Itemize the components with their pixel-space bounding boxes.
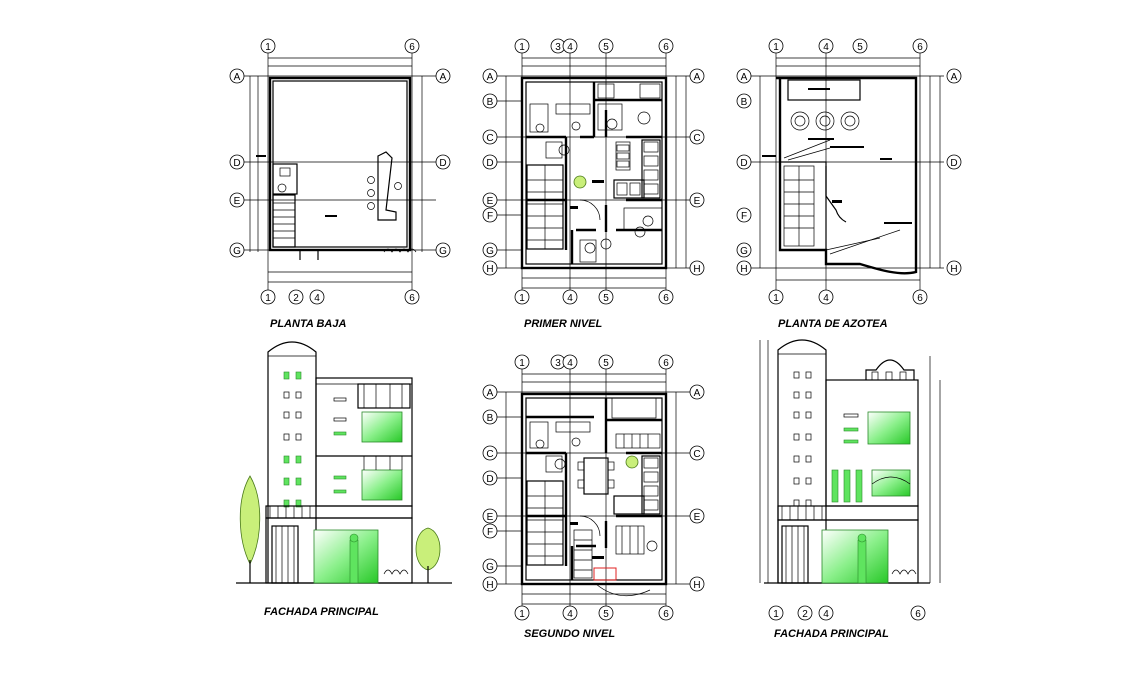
axis-bubble-4: 4 bbox=[314, 293, 320, 304]
axis-bubble-4: 4 bbox=[567, 609, 573, 620]
axis-bubble-6: 6 bbox=[409, 42, 415, 53]
axis-bubble-b: B bbox=[487, 413, 494, 424]
axis-bubble-5: 5 bbox=[603, 358, 609, 369]
axis-bubble-d: D bbox=[439, 158, 446, 169]
axis-bubble-1: 1 bbox=[519, 293, 525, 304]
axis-bubble-h: H bbox=[740, 264, 747, 275]
axis-bubble-1: 1 bbox=[773, 42, 779, 53]
axis-bubble-6: 6 bbox=[663, 358, 669, 369]
axis-bubble-6: 6 bbox=[663, 293, 669, 304]
axis-bubble-5: 5 bbox=[603, 609, 609, 620]
planta-azotea-plan: 1 4 5 6 A B D F G H A D H 1 4 6 PLANTA D… bbox=[736, 38, 962, 330]
axis-bubble-3: 3 bbox=[555, 358, 561, 369]
title-fachada-principal-1: FACHADA PRINCIPAL bbox=[264, 606, 379, 618]
axis-bubble-a: A bbox=[694, 72, 701, 83]
planta-baja-plan: 1 6 A A D D E G G 1 2 4 6 PLANTA BAJA bbox=[229, 38, 451, 330]
axis-bubble-f: F bbox=[741, 211, 747, 222]
title-primer-nivel: PRIMER NIVEL bbox=[524, 318, 603, 330]
axis-bubble-6: 6 bbox=[409, 293, 415, 304]
axis-bubble-b: B bbox=[741, 97, 748, 108]
axis-bubble-f: F bbox=[487, 211, 493, 222]
axis-bubble-g: G bbox=[439, 246, 447, 257]
axis-bubble-c: C bbox=[693, 449, 700, 460]
axis-bubble-e: E bbox=[487, 196, 494, 207]
axis-bubble-c: C bbox=[486, 133, 493, 144]
axis-bubble-3: 3 bbox=[555, 42, 561, 53]
title-segundo-nivel: SEGUNDO NIVEL bbox=[524, 628, 615, 640]
axis-bubble-h: H bbox=[486, 580, 493, 591]
axis-bubble-4: 4 bbox=[823, 293, 829, 304]
axis-bubble-f: F bbox=[487, 527, 493, 538]
axis-bubble-e: E bbox=[694, 196, 701, 207]
axis-bubble-e: E bbox=[234, 196, 241, 207]
segundo-nivel-plan: 1 3 4 5 6 A B C D E F G H A C E H 1 4 5 … bbox=[482, 354, 705, 640]
axis-bubble-6: 6 bbox=[663, 609, 669, 620]
axis-bubble-1: 1 bbox=[265, 42, 271, 53]
axis-bubble-1: 1 bbox=[773, 609, 779, 620]
axis-bubble-h: H bbox=[486, 264, 493, 275]
axis-bubble-1: 1 bbox=[519, 358, 525, 369]
axis-bubble-2: 2 bbox=[802, 609, 808, 620]
axis-bubble-e: E bbox=[487, 512, 494, 523]
axis-bubble-a: A bbox=[741, 72, 748, 83]
axis-bubble-1: 1 bbox=[773, 293, 779, 304]
axis-bubble-6: 6 bbox=[917, 293, 923, 304]
axis-bubble-1: 1 bbox=[519, 609, 525, 620]
axis-bubble-6: 6 bbox=[915, 609, 921, 620]
axis-bubble-g: G bbox=[233, 246, 241, 257]
axis-bubble-5: 5 bbox=[603, 42, 609, 53]
axis-bubble-1: 1 bbox=[519, 42, 525, 53]
axis-bubble-4: 4 bbox=[823, 42, 829, 53]
axis-bubble-b: B bbox=[487, 97, 494, 108]
axis-bubble-a: A bbox=[694, 388, 701, 399]
axis-bubble-g: G bbox=[486, 562, 494, 573]
axis-bubble-h: H bbox=[950, 264, 957, 275]
axis-bubble-d: D bbox=[233, 158, 240, 169]
axis-bubble-d: D bbox=[486, 158, 493, 169]
axis-bubble-d: D bbox=[486, 474, 493, 485]
axis-bubble-a: A bbox=[234, 72, 241, 83]
axis-bubble-5: 5 bbox=[603, 293, 609, 304]
axis-bubble-d: D bbox=[950, 158, 957, 169]
axis-bubble-6: 6 bbox=[917, 42, 923, 53]
axis-bubble-4: 4 bbox=[823, 609, 829, 620]
axis-bubble-4: 4 bbox=[567, 42, 573, 53]
axis-bubble-a: A bbox=[487, 72, 494, 83]
primer-nivel-plan: 1 3 4 5 6 A B C D E F G H A C E H 1 4 5 … bbox=[482, 38, 705, 330]
axis-bubble-a: A bbox=[951, 72, 958, 83]
axis-bubble-g: G bbox=[486, 246, 494, 257]
fachada-principal-elevation-2: 1 2 4 6 FACHADA PRINCIPAL bbox=[759, 339, 941, 640]
axis-bubble-6: 6 bbox=[663, 42, 669, 53]
axis-bubble-g: G bbox=[740, 246, 748, 257]
axis-bubble-a: A bbox=[440, 72, 447, 83]
title-planta-baja: PLANTA BAJA bbox=[270, 318, 346, 330]
axis-bubble-4: 4 bbox=[567, 358, 573, 369]
axis-bubble-e: E bbox=[694, 512, 701, 523]
axis-bubble-d: D bbox=[740, 158, 747, 169]
axis-bubble-1: 1 bbox=[265, 293, 271, 304]
axis-bubble-a: A bbox=[487, 388, 494, 399]
axis-bubble-c: C bbox=[486, 449, 493, 460]
axis-bubble-h: H bbox=[693, 580, 700, 591]
axis-bubble-c: C bbox=[693, 133, 700, 144]
title-fachada-principal-2: FACHADA PRINCIPAL bbox=[774, 628, 889, 640]
axis-bubble-2: 2 bbox=[293, 293, 299, 304]
title-planta-azotea: PLANTA DE AZOTEA bbox=[778, 318, 888, 330]
axis-bubble-5: 5 bbox=[857, 42, 863, 53]
axis-bubble-4: 4 bbox=[567, 293, 573, 304]
fachada-principal-elevation-1: FACHADA PRINCIPAL bbox=[236, 341, 452, 618]
axis-bubble-h: H bbox=[693, 264, 700, 275]
